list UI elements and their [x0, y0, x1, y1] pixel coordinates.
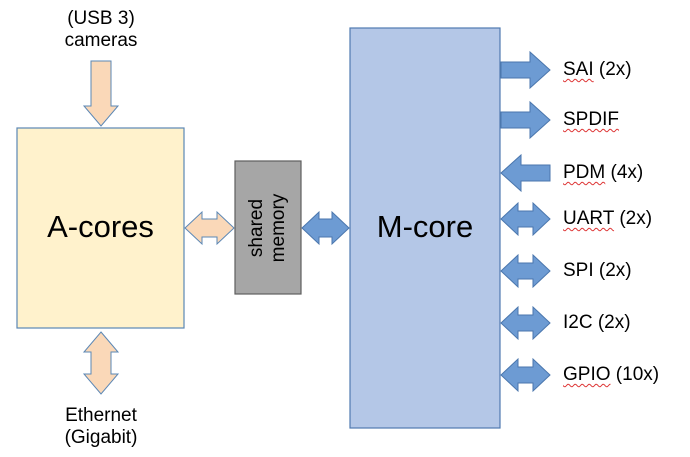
interface-uart-label: UART (2x) — [563, 208, 652, 230]
interface-pdm-name: PDM — [563, 162, 606, 183]
m-core-title: M-core — [376, 209, 474, 244]
interface-uart-count: (2x) — [619, 208, 653, 229]
interface-spi-label: SPI (2x) — [563, 260, 632, 282]
shared-memory-text: shared memory — [246, 193, 290, 262]
interface-spdif-name: SPDIF — [563, 109, 619, 130]
interface-spi-name: SPI — [563, 260, 594, 281]
spdif-arrow — [500, 100, 551, 140]
sharedmem-mcore-arrow — [301, 210, 350, 246]
interface-i2c-count: (2x) — [597, 312, 631, 333]
cameras-arrow — [82, 60, 120, 127]
cameras-label-line1: (USB 3) — [67, 8, 135, 29]
spi-arrow — [500, 253, 551, 289]
interface-gpio-count: (10x) — [615, 364, 660, 385]
a-cores-title: A-cores — [47, 209, 154, 244]
interface-i2c-name: I2C — [563, 312, 593, 333]
acores-sharedmem-arrow — [184, 210, 235, 246]
uart-arrow — [500, 201, 551, 237]
interface-spi-count: (2x) — [598, 260, 632, 281]
ethernet-label-line2: (Gigabit) — [64, 427, 138, 448]
i2c-arrow — [500, 305, 551, 341]
cameras-label: (USB 3) cameras — [51, 8, 151, 52]
ethernet-label-line1: Ethernet — [65, 405, 137, 426]
ethernet-arrow — [82, 331, 120, 395]
interface-uart-name: UART — [563, 208, 615, 229]
gpio-arrow — [500, 357, 551, 393]
shared-memory-line2: memory — [268, 193, 289, 262]
shared-memory-line1: shared — [246, 198, 267, 257]
a-cores-block — [16, 127, 185, 329]
interface-spdif-label: SPDIF — [563, 109, 619, 131]
interface-pdm-label: PDM (4x) — [563, 162, 643, 184]
shared-memory-label: shared memory — [235, 161, 301, 294]
sai-arrow — [500, 50, 551, 90]
interface-sai-label: SAI (2x) — [563, 59, 632, 81]
pdm-arrow — [500, 153, 551, 193]
m-core-block — [349, 27, 501, 429]
interface-sai-count: (2x) — [598, 59, 632, 80]
interface-pdm-count: (4x) — [610, 162, 644, 183]
interface-gpio-name: GPIO — [563, 364, 611, 385]
shared-memory-block — [234, 160, 302, 295]
cameras-label-line2: cameras — [64, 30, 138, 51]
interface-gpio-label: GPIO (10x) — [563, 364, 659, 386]
interface-sai-name: SAI — [563, 59, 594, 80]
ethernet-label: Ethernet (Gigabit) — [51, 405, 151, 449]
interface-i2c-label: I2C (2x) — [563, 312, 631, 334]
